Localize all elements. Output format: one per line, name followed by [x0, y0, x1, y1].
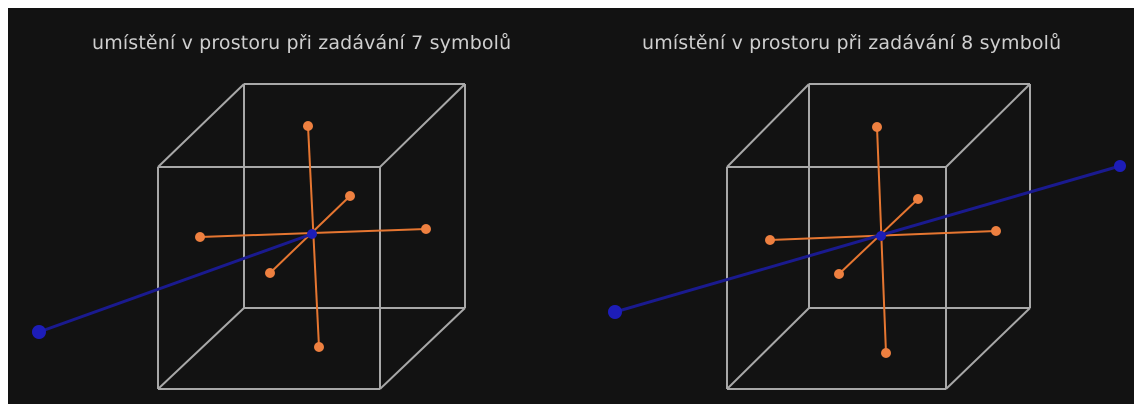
left-cube-bottom-right-connector: [379, 307, 466, 390]
left-upper-diagonal-orange-point: [345, 191, 355, 201]
left-right-orange-point: [421, 224, 431, 234]
left-panel-title: umístění v prostoru při zadávání 7 symbo…: [92, 32, 512, 54]
left-lower-diagonal-orange-point: [265, 268, 275, 278]
diagram-canvas: umístění v prostoru při zadávání 7 symbo…: [8, 8, 1134, 404]
left-cube-top-right-connector: [379, 83, 466, 168]
right-cube-top-right-connector: [945, 83, 1031, 168]
left-bottom-orange-point: [314, 342, 324, 352]
right-right-orange-point: [991, 226, 1001, 236]
right-cube-wireframe: [726, 83, 1031, 390]
left-cube-bottom-left-connector: [157, 307, 245, 390]
right-axis-lines: [614, 126, 1121, 354]
left-endpoint-blue-point: [32, 325, 46, 339]
right-lower-diagonal-orange-point: [834, 269, 844, 279]
left-cube-top-left-connector: [157, 83, 245, 168]
left-panel: umístění v prostoru při zadávání 7 symbo…: [8, 8, 571, 404]
right-cube-diagram: [608, 83, 1126, 390]
right-cube-bottom-right-connector: [945, 307, 1031, 390]
left-blue-vector-line: [38, 232, 313, 334]
right-left-orange-point: [765, 235, 775, 245]
right-panel-title: umístění v prostoru při zadávání 8 symbo…: [642, 32, 1062, 54]
right-cube-top-left-connector: [726, 83, 810, 168]
left-cube-wireframe: [157, 83, 466, 390]
right-left-endpoint-blue-point: [608, 305, 622, 319]
right-cube-bottom-left-connector: [726, 307, 810, 390]
right-right-endpoint-blue-point: [1114, 160, 1126, 172]
left-axis-lines: [38, 125, 427, 348]
right-points: [608, 122, 1126, 358]
right-bottom-orange-point: [881, 348, 891, 358]
right-center-blue-point: [876, 231, 886, 241]
left-points: [32, 121, 431, 352]
left-cube-diagram: [32, 83, 466, 390]
right-upper-diagonal-orange-point: [913, 194, 923, 204]
left-top-orange-point: [303, 121, 313, 131]
right-top-orange-point: [872, 122, 882, 132]
left-left-orange-point: [195, 232, 205, 242]
right-panel: umístění v prostoru při zadávání 8 symbo…: [571, 8, 1134, 404]
right-blue-vector-line: [614, 164, 1121, 314]
left-center-blue-point: [307, 229, 317, 239]
